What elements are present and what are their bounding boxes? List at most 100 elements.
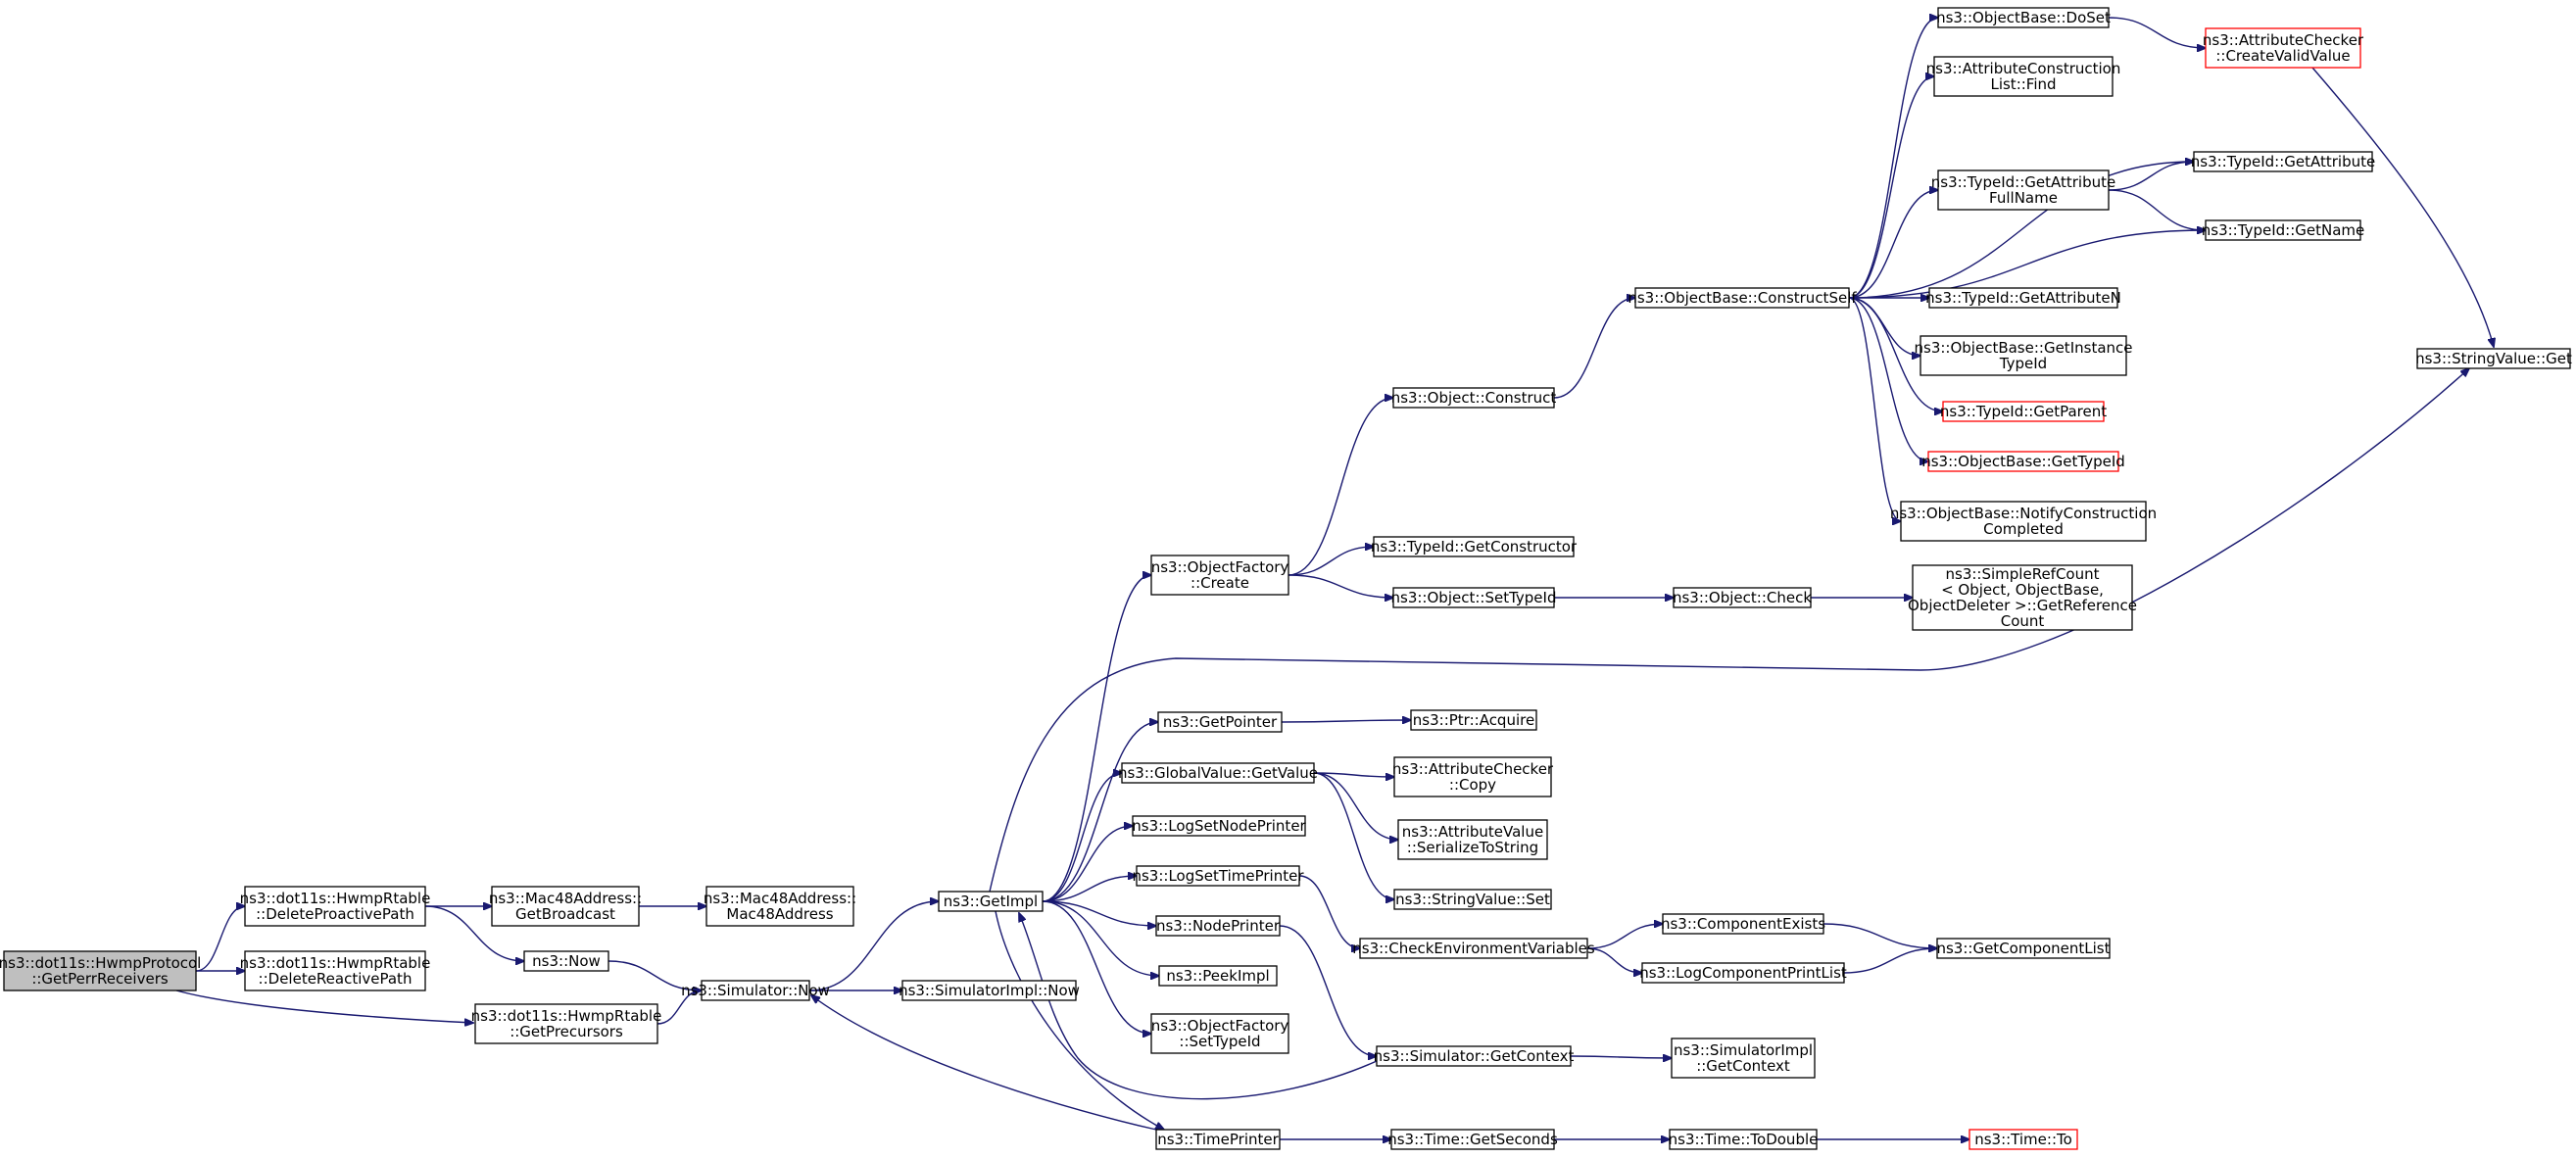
node-checkenv[interactable]: ns3::CheckEnvironmentVariables bbox=[1352, 938, 1595, 959]
node-getbroadcast[interactable]: ns3::Mac48Address::GetBroadcast bbox=[489, 886, 642, 927]
node-label: Completed bbox=[1983, 520, 2064, 538]
node-label: GetBroadcast bbox=[515, 905, 615, 923]
edge-getpointer-to-ptracquire bbox=[1281, 720, 1411, 722]
edge-objfactcreate-to-typeidgetctor bbox=[1288, 547, 1374, 576]
node-box bbox=[705, 886, 854, 927]
node-label: ns3::AttributeConstruction bbox=[1926, 60, 2121, 77]
node-compexists[interactable]: ns3::ComponentExists bbox=[1661, 913, 1825, 935]
node-typeidgetname[interactable]: ns3::TypeId::GetName bbox=[2202, 219, 2364, 241]
node-box bbox=[1410, 709, 1537, 731]
edge-typeidattrfull-to-typeidgetattr bbox=[2108, 162, 2194, 191]
node-label: ns3::Time::ToDouble bbox=[1669, 1131, 1819, 1148]
node-objbasenotify[interactable]: ns3::ObjectBase::NotifyConstructionCompl… bbox=[1890, 501, 2157, 542]
node-typeidattrn[interactable]: ns3::TypeId::GetAttributeN bbox=[1925, 287, 2121, 309]
node-label: ns3::SimulatorImpl bbox=[1674, 1041, 1813, 1059]
node-simimplnow[interactable]: ns3::SimulatorImpl::Now bbox=[899, 980, 1080, 1001]
node-timegetsec[interactable]: ns3::Time::GetSeconds bbox=[1387, 1129, 1558, 1150]
node-root[interactable]: ns3::dot11s::HwmpProtocol::GetPerrReceiv… bbox=[0, 950, 201, 991]
node-now[interactable]: ns3::Now bbox=[523, 950, 609, 972]
node-nodeprinter[interactable]: ns3::NodePrinter bbox=[1155, 915, 1281, 937]
node-label: ::SetTypeId bbox=[1179, 1033, 1260, 1050]
node-simnow[interactable]: ns3::Simulator::Now bbox=[681, 980, 830, 1001]
node-timeto[interactable]: ns3::Time::To bbox=[1968, 1129, 2078, 1150]
node-delreactive[interactable]: ns3::dot11s::HwmpRtable::DeleteReactiveP… bbox=[240, 950, 431, 991]
edge-getimpl-to-strvalget bbox=[989, 368, 2469, 893]
node-strvalset[interactable]: ns3::StringValue::Set bbox=[1393, 889, 1552, 910]
node-typeidparent[interactable]: ns3::TypeId::GetParent bbox=[1940, 401, 2107, 422]
node-simgetctx[interactable]: ns3::Simulator::GetContext bbox=[1374, 1045, 1575, 1067]
edge-simgetctx-to-getimpl bbox=[1019, 913, 1378, 1100]
node-getimpl[interactable]: ns3::GetImpl bbox=[938, 891, 1044, 912]
node-getprecursors[interactable]: ns3::dot11s::HwmpRtable::GetPrecursors bbox=[471, 1003, 662, 1044]
node-label: ns3::PeekImpl bbox=[1166, 967, 1269, 985]
node-box bbox=[1662, 913, 1824, 935]
edges-layer bbox=[175, 17, 2494, 1139]
node-box bbox=[1376, 1045, 1572, 1067]
edge-getimpl-to-objfactsettype bbox=[1042, 900, 1151, 1034]
node-label: Count bbox=[2001, 612, 2045, 630]
edge-checkenv-to-logcompprint bbox=[1586, 947, 1642, 973]
node-label: ns3::StringValue::Set bbox=[1395, 891, 1550, 908]
node-label: ns3::LogSetTimePrinter bbox=[1132, 867, 1304, 885]
node-objcheck[interactable]: ns3::Object::Check bbox=[1673, 587, 1812, 608]
node-box bbox=[1641, 962, 1845, 984]
edge-objfactcreate-to-objconstruct bbox=[1288, 398, 1393, 576]
edge-getimpl-to-gvgetvalue bbox=[1042, 773, 1122, 902]
node-objfactcreate[interactable]: ns3::ObjectFactory::Create bbox=[1150, 555, 1289, 596]
node-delproactive[interactable]: ns3::dot11s::HwmpRtable::DeleteProactive… bbox=[240, 886, 431, 927]
node-label: ns3::Mac48Address:: bbox=[704, 890, 856, 907]
edge-getimpl-to-nodeprinter bbox=[1042, 900, 1156, 926]
node-box bbox=[1393, 889, 1552, 910]
node-objconstruct[interactable]: ns3::Object::Construct bbox=[1391, 387, 1557, 409]
node-label: ns3::Object::Check bbox=[1673, 589, 1812, 606]
edge-objfactcreate-to-objsettype bbox=[1288, 574, 1393, 598]
node-attrcheckcreate[interactable]: ns3::AttributeChecker::CreateValidValue bbox=[2203, 27, 2364, 69]
node-simimplctx[interactable]: ns3::SimulatorImpl::GetContext bbox=[1671, 1038, 1816, 1079]
node-strvalget[interactable]: ns3::StringValue::Get bbox=[2415, 348, 2572, 369]
node-objbasedoset[interactable]: ns3::ObjectBase::DoSet bbox=[1936, 7, 2111, 28]
node-box bbox=[244, 950, 426, 991]
node-box bbox=[3, 950, 197, 991]
node-objbaseconstruct[interactable]: ns3::ObjectBase::ConstructSelf bbox=[1628, 287, 1857, 309]
node-logcompprint[interactable]: ns3::LogComponentPrintList bbox=[1639, 962, 1847, 984]
edge-checkenv-to-compexists bbox=[1586, 924, 1663, 949]
node-ptracquire[interactable]: ns3::Ptr::Acquire bbox=[1410, 709, 1537, 731]
node-typeidgetattr[interactable]: ns3::TypeId::GetAttribute bbox=[2191, 151, 2375, 172]
edge-gvgetvalue-to-strvalset bbox=[1313, 772, 1394, 899]
node-box bbox=[2205, 27, 2361, 69]
node-simplerefcount[interactable]: ns3::SimpleRefCount< Object, ObjectBase,… bbox=[1908, 564, 2137, 631]
node-timeprinter[interactable]: ns3::TimePrinter bbox=[1155, 1129, 1281, 1150]
node-peekimpl[interactable]: ns3::PeekImpl bbox=[1158, 965, 1278, 987]
node-gvgetvalue[interactable]: ns3::GlobalValue::GetValue bbox=[1118, 762, 1318, 784]
node-objbasetypeid[interactable]: ns3::ObjectBase::GetTypeId bbox=[1921, 451, 2125, 472]
node-objfactsettype[interactable]: ns3::ObjectFactory::SetTypeId bbox=[1150, 1013, 1289, 1054]
node-mac48[interactable]: ns3::Mac48Address::Mac48Address bbox=[704, 886, 856, 927]
node-attrvalser[interactable]: ns3::AttributeValue::SerializeToString bbox=[1397, 819, 1548, 860]
node-logsetnode[interactable]: ns3::LogSetNodePrinter bbox=[1132, 815, 1307, 837]
node-getpointer[interactable]: ns3::GetPointer bbox=[1157, 711, 1283, 733]
edge-simgetctx-to-simimplctx bbox=[1570, 1056, 1672, 1058]
node-label: ns3::CheckEnvironmentVariables bbox=[1352, 940, 1595, 957]
node-box bbox=[1397, 819, 1548, 860]
node-label: ns3::dot11s::HwmpRtable bbox=[471, 1007, 662, 1025]
node-box bbox=[1121, 762, 1315, 784]
node-label: ::GetPrecursors bbox=[510, 1023, 623, 1040]
edge-objbaseconstruct-to-typeidattrfull bbox=[1848, 190, 1938, 299]
node-logsettime[interactable]: ns3::LogSetTimePrinter bbox=[1132, 865, 1304, 887]
edge-objbasedoset-to-attrcheckcreate bbox=[2108, 17, 2206, 48]
node-label: ::Copy bbox=[1449, 776, 1496, 794]
node-attrcheckcopy[interactable]: ns3::AttributeChecker::Copy bbox=[1392, 756, 1554, 797]
node-label: ns3::TypeId::GetAttribute bbox=[2191, 153, 2375, 170]
node-objsettype[interactable]: ns3::Object::SetTypeId bbox=[1391, 587, 1557, 608]
node-getcomplist[interactable]: ns3::GetComponentList bbox=[1936, 938, 2111, 959]
node-box bbox=[1390, 1129, 1555, 1150]
node-label: ns3::dot11s::HwmpProtocol bbox=[0, 954, 201, 972]
node-typeidgetctor[interactable]: ns3::TypeId::GetConstructor bbox=[1371, 536, 1578, 557]
node-label: ns3::SimpleRefCount bbox=[1946, 565, 2100, 583]
node-label: ns3::TypeId::GetAttribute bbox=[1931, 173, 2115, 191]
node-timetodouble[interactable]: ns3::Time::ToDouble bbox=[1669, 1129, 1819, 1150]
